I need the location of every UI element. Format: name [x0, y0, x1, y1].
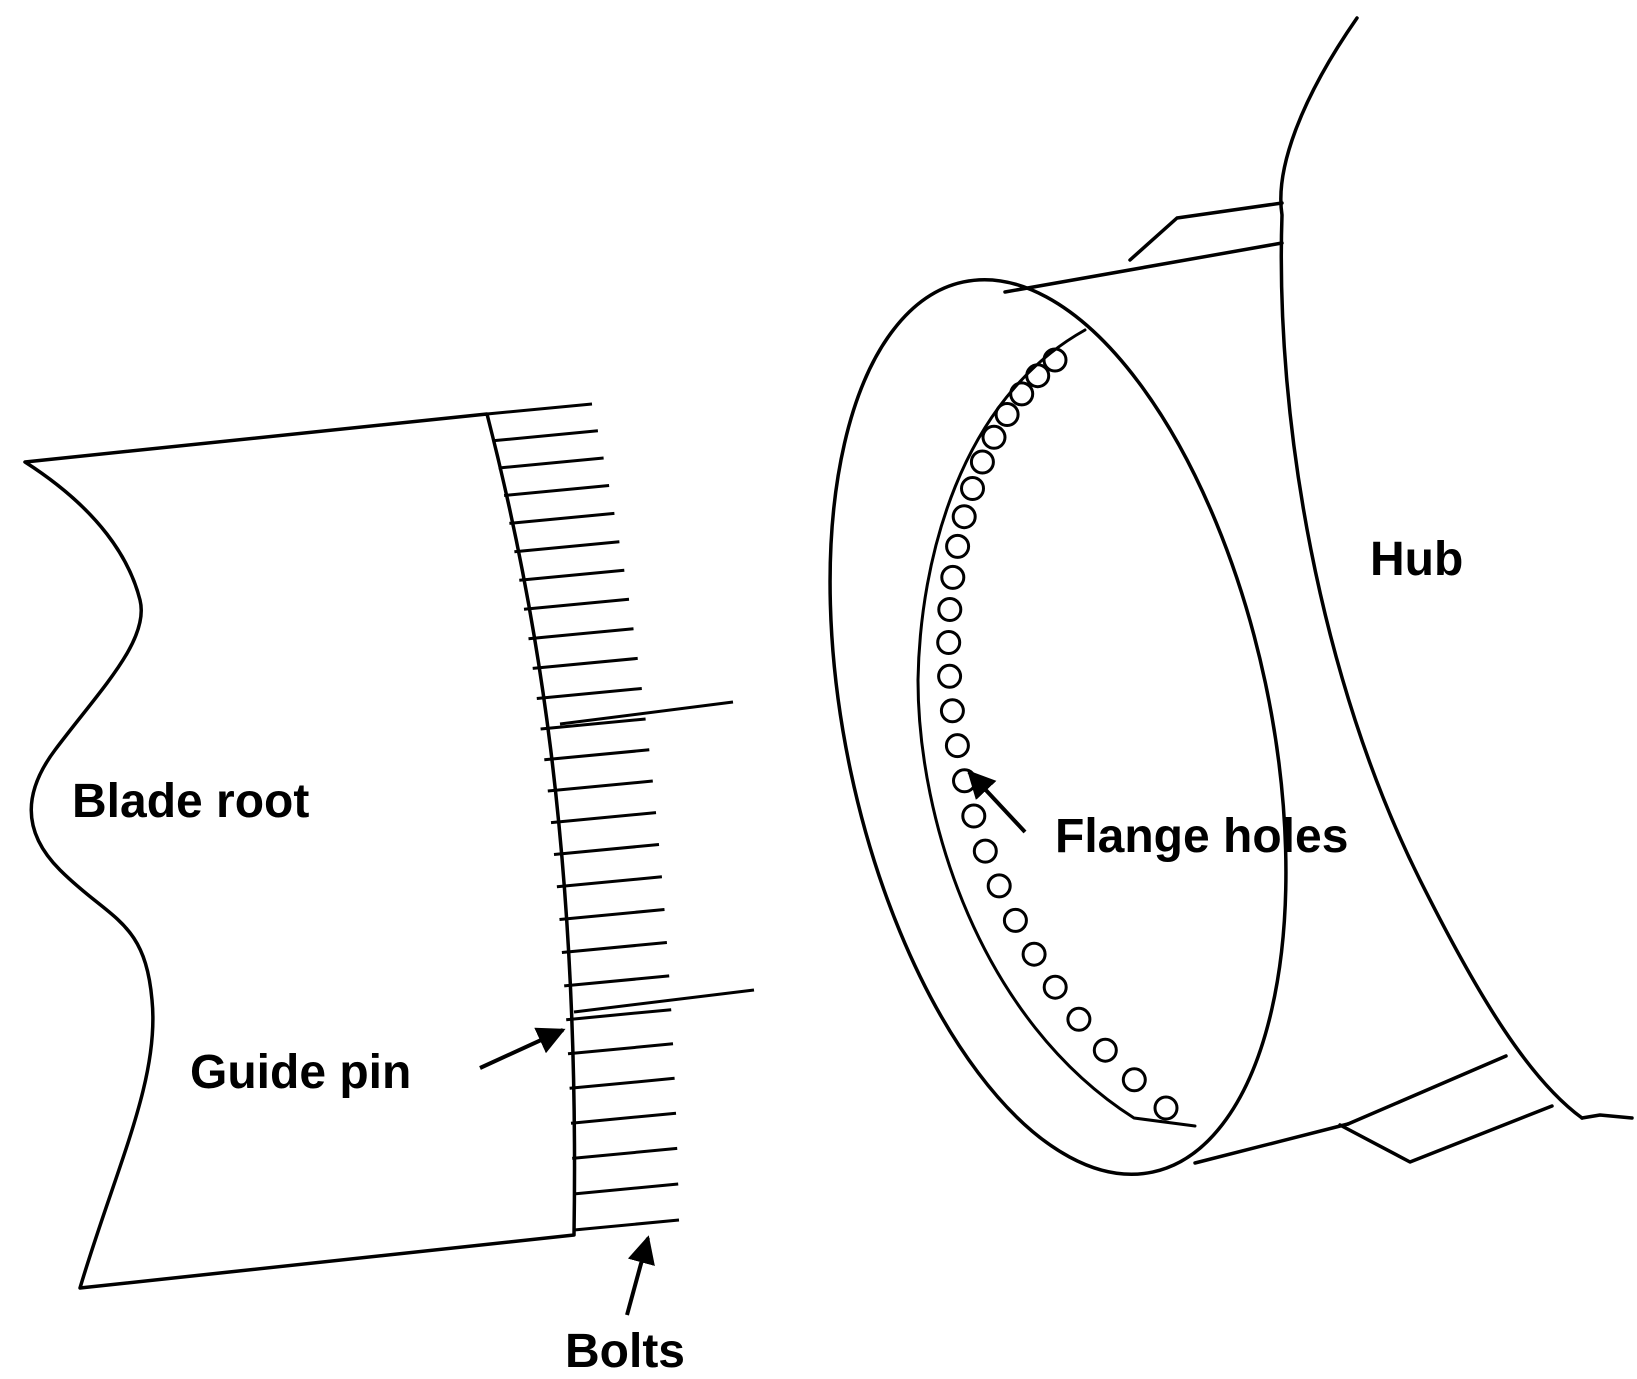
- flange-hole: [936, 630, 962, 655]
- flange-hole: [944, 733, 970, 759]
- bolt: [540, 717, 646, 731]
- blade-root-part: [23, 402, 755, 1290]
- flange-hole: [981, 424, 1007, 450]
- bolt: [572, 1146, 678, 1160]
- flange-hole: [1066, 1006, 1092, 1032]
- guide-pin: [559, 700, 734, 726]
- flange-hole: [960, 476, 985, 501]
- flange-hole: [1092, 1037, 1118, 1063]
- flange-top-line: [1003, 241, 1284, 294]
- guide-pin: [573, 988, 755, 1014]
- bolt: [573, 1218, 680, 1232]
- flange-hole: [940, 564, 966, 590]
- bolt: [566, 1008, 672, 1022]
- hub-label: Hub: [1370, 533, 1463, 586]
- flange-holes-group: [936, 347, 1179, 1121]
- flange-hole: [1153, 1095, 1179, 1121]
- bolt: [553, 843, 660, 856]
- flange-hole: [972, 838, 998, 864]
- bolt: [528, 627, 634, 641]
- flange-hole: [994, 402, 1020, 427]
- flange-hole: [969, 449, 995, 475]
- flange-hole: [1009, 381, 1035, 407]
- bolt: [550, 811, 657, 825]
- flange-hole: [1121, 1067, 1147, 1093]
- hub-outer-curve: [1279, 16, 1584, 1120]
- flange-hole: [937, 663, 963, 689]
- bolt: [547, 779, 653, 793]
- bolt: [561, 941, 668, 954]
- bolt: [559, 908, 665, 921]
- flange-bottom-line: [1193, 1122, 1350, 1165]
- bolt: [544, 748, 650, 762]
- bolts-arrow: [625, 1235, 655, 1316]
- hub-upper-bracket: [1128, 201, 1284, 262]
- blade-root-outline: [23, 412, 577, 1290]
- guide-pin-label: Guide pin: [190, 1046, 411, 1099]
- bolt: [523, 597, 630, 611]
- bolts-group: [486, 402, 680, 1232]
- flange-hole: [986, 873, 1012, 899]
- flange-inner-ring: [916, 328, 1197, 1128]
- blade-root-label: Blade root: [72, 775, 309, 828]
- bolt: [503, 484, 610, 497]
- bolt: [532, 656, 638, 670]
- bolt: [573, 1182, 679, 1196]
- hub-part: [828, 16, 1634, 1176]
- bolt: [492, 429, 599, 443]
- flange-hole: [1002, 907, 1028, 933]
- flange-hole: [1021, 941, 1047, 967]
- bolt: [570, 1111, 677, 1125]
- bolt: [498, 456, 604, 470]
- flange-hole: [939, 698, 965, 724]
- flange-hole: [1042, 347, 1068, 373]
- hub-bottom-edge: [1580, 1113, 1634, 1120]
- bolt: [519, 568, 625, 582]
- bolt: [564, 974, 670, 988]
- bolt: [556, 875, 663, 889]
- hub-lower-bracket: [1338, 1054, 1554, 1164]
- flange-hole: [945, 533, 971, 559]
- guide-pin-arrow: [479, 1027, 566, 1070]
- bolt: [569, 1076, 675, 1090]
- bolts-label: Bolts: [565, 1325, 685, 1378]
- bolt: [567, 1042, 674, 1056]
- bolt: [509, 511, 615, 525]
- guide-pins-group: [559, 700, 755, 1014]
- bolt: [536, 687, 642, 700]
- flange-outer-ring: [828, 278, 1288, 1176]
- flange-hole: [951, 504, 977, 530]
- flange-hole: [937, 597, 963, 622]
- bolt: [514, 540, 620, 554]
- flange-holes-label: Flange holes: [1055, 810, 1348, 863]
- flange-hole: [1025, 363, 1051, 389]
- flange-hole: [961, 803, 987, 829]
- flange-hole: [1042, 974, 1068, 1000]
- bolt: [486, 402, 593, 416]
- flange-holes-arrow: [967, 769, 1027, 834]
